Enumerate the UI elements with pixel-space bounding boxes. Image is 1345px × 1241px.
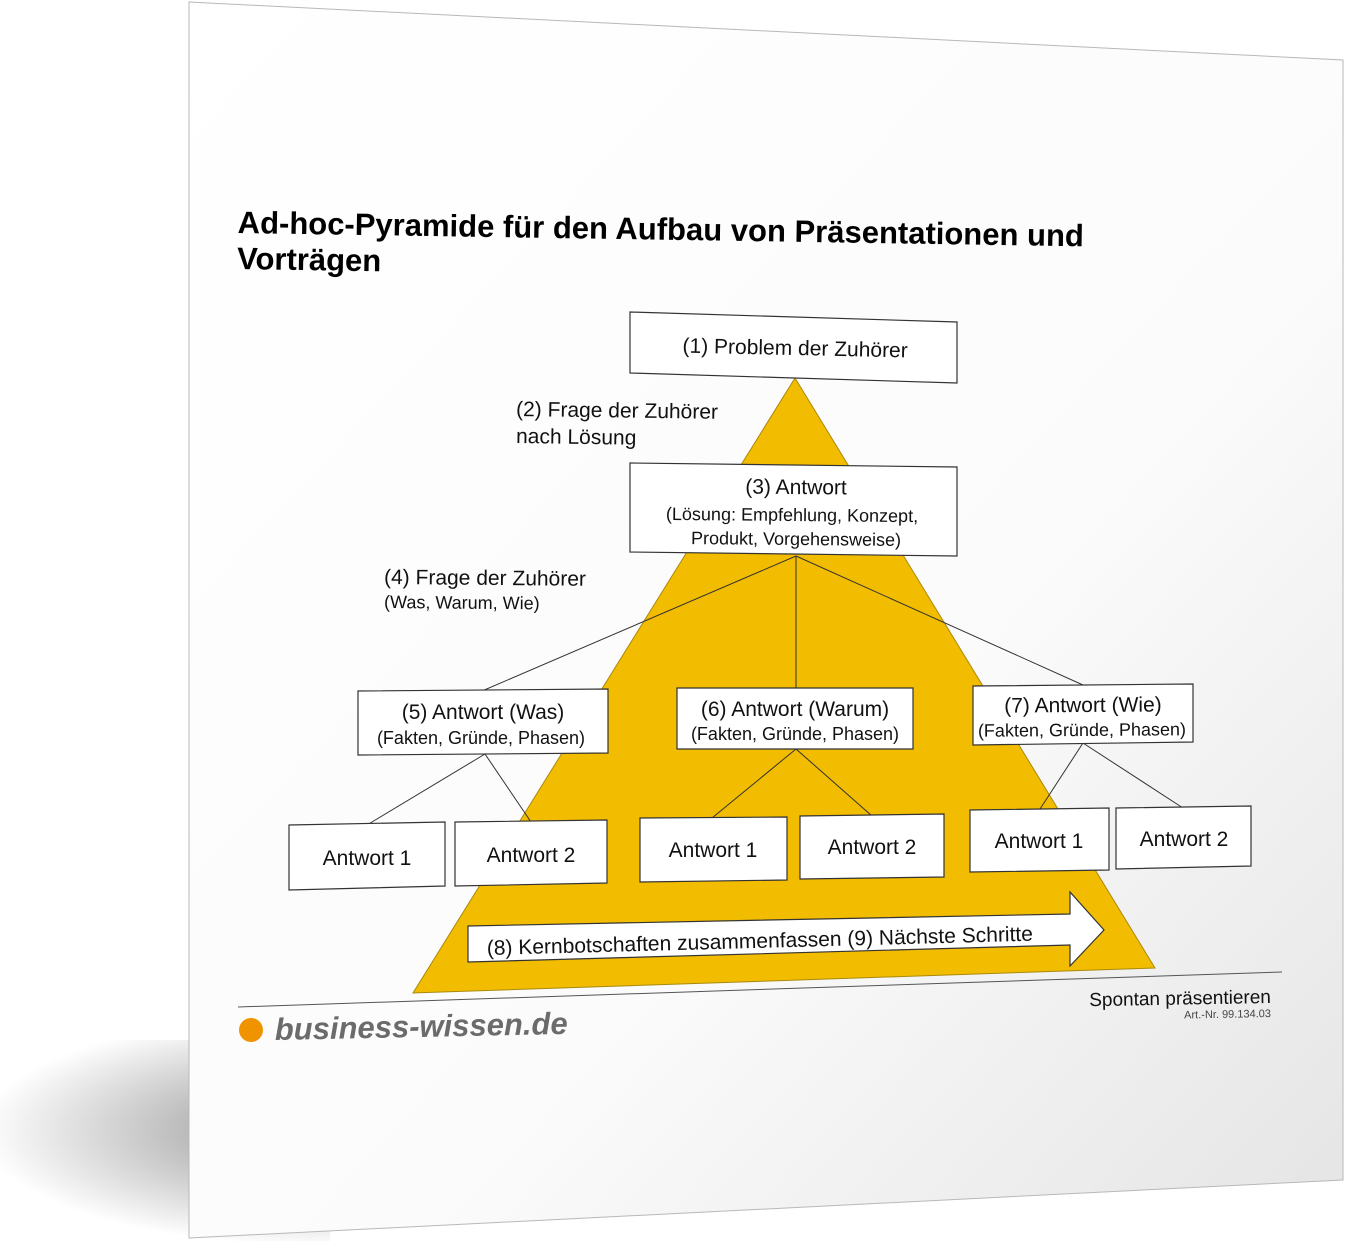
brand-dot-icon — [239, 1018, 263, 1042]
question-4-line2: (Was, Warum, Wie) — [384, 592, 540, 613]
leaf-box-warum-2: Antwort 2 — [799, 813, 945, 880]
answer-3-box: (3) Antwort (Lösung: Empfehlung, Konzept… — [629, 462, 958, 557]
question-2-line2: nach Lösung — [516, 425, 637, 450]
leaf-warum-1-label: Antwort 1 — [669, 839, 758, 862]
problem-box: (1) Problem der Zuhörer — [629, 311, 958, 384]
leaf-wie-1-label: Antwort 1 — [995, 830, 1084, 853]
leaf-wie-2-label: Antwort 2 — [1140, 828, 1229, 851]
answer-was-line1: (5) Antwort (Was) — [402, 701, 565, 724]
question-2-line1: (2) Frage der Zuhörer — [516, 398, 718, 424]
answer-wie-box: (7) Antwort (Wie) (Fakten, Gründe, Phase… — [972, 683, 1194, 746]
leaf-box-was-1: Antwort 1 — [288, 821, 446, 891]
leaf-was-2-label: Antwort 2 — [487, 844, 576, 867]
answer-3-line1: (3) Antwort — [745, 476, 847, 500]
article-number: Art.-Nr. 99.134.03 — [1184, 1008, 1271, 1022]
leaf-box-wie-2: Antwort 2 — [1115, 805, 1252, 870]
answer-warum-box: (6) Antwort (Warum) (Fakten, Gründe, Pha… — [676, 687, 914, 750]
brand-logo-text: business-wissen.de — [274, 1006, 568, 1047]
leaf-was-1-label: Antwort 1 — [323, 847, 412, 870]
answer-wie-line1: (7) Antwort (Wie) — [1004, 693, 1162, 717]
leaf-box-warum-1: Antwort 1 — [639, 816, 788, 883]
answer-wie-line2: (Fakten, Gründe, Phasen) — [978, 719, 1186, 740]
answer-was-box: (5) Antwort (Was) (Fakten, Gründe, Phase… — [357, 688, 609, 756]
leaf-warum-2-label: Antwort 2 — [828, 836, 917, 859]
leaf-box-wie-1: Antwort 1 — [969, 807, 1110, 873]
answer-3-line3: Produkt, Vorgehensweise) — [691, 528, 901, 550]
answer-warum-line2: (Fakten, Gründe, Phasen) — [691, 724, 899, 744]
product-name: Spontan präsentieren — [1089, 987, 1271, 1011]
answer-3-line2: (Lösung: Empfehlung, Konzept, — [666, 504, 918, 526]
question-4-line1: (4) Frage der Zuhörer — [384, 566, 586, 591]
answer-warum-line1: (6) Antwort (Warum) — [701, 698, 889, 721]
footer-rule — [237, 971, 1283, 1008]
problem-label: (1) Problem der Zuhörer — [682, 335, 908, 363]
leaf-box-was-2: Antwort 2 — [454, 819, 608, 887]
connector-lines — [366, 555, 1184, 826]
answer-was-line2: (Fakten, Gründe, Phasen) — [377, 728, 585, 748]
